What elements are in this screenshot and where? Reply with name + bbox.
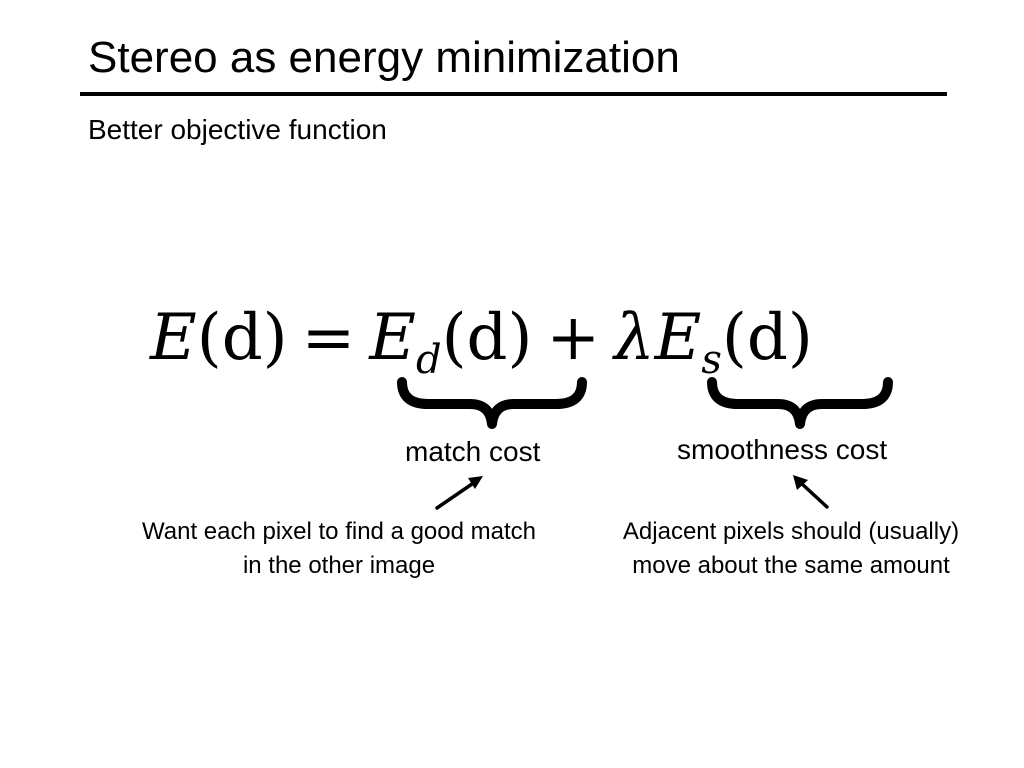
energy-symbol: E: [150, 301, 197, 375]
slide-title: Stereo as energy minimization: [88, 33, 680, 82]
equals-sign: =: [301, 301, 356, 375]
energy-equation: E(d)=Ed(d)+λEs(d): [150, 296, 813, 388]
match-cost-note: Want each pixel to find a good match in …: [141, 518, 536, 579]
smoothness-term-symbol: E: [654, 301, 702, 375]
match-cost-arrow: [435, 476, 483, 510]
data-term-argument: (d): [441, 301, 533, 375]
smoothness-cost-label: smoothness cost: [677, 434, 888, 465]
match-cost-label: match cost: [405, 436, 541, 467]
lambda-symbol: λ: [614, 301, 655, 375]
match-cost-brace: [397, 377, 587, 429]
smoothness-term-subscript: s: [701, 337, 722, 383]
plus-sign: +: [546, 301, 601, 375]
smoothness-cost-arrow: [793, 475, 829, 509]
slide-subtitle: Better objective function: [88, 114, 387, 145]
data-term-symbol: E: [369, 301, 416, 375]
title-underline: [80, 92, 947, 96]
smoothness-term-argument: (d): [721, 301, 813, 375]
smoothness-cost-brace: [707, 377, 893, 429]
energy-argument: (d): [196, 301, 288, 375]
data-term-subscript: d: [415, 337, 442, 383]
smoothness-cost-note: Adjacent pixels should (usually) move ab…: [622, 518, 960, 579]
